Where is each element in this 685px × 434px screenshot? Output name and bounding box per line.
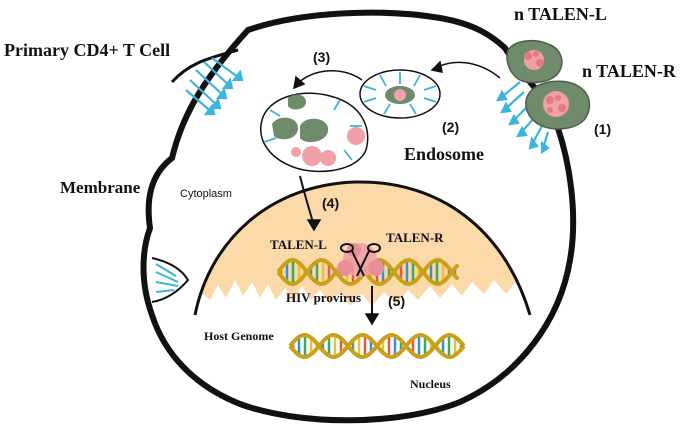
arrow-step-5-head — [364, 313, 380, 326]
cell-membrane — [140, 9, 577, 424]
early-endosome-vesicle — [359, 69, 441, 119]
scissors-icon — [340, 243, 381, 277]
step-5-label: (5) — [388, 293, 405, 309]
label-nucleus: Nucleus — [410, 377, 451, 391]
label-talen-r: TALEN-R — [386, 230, 444, 245]
nanoparticle-talen-r — [525, 80, 591, 130]
label-endosome: Endosome — [404, 144, 484, 164]
arrow-step-3 — [293, 69, 363, 89]
dna-strand-b — [288, 332, 466, 360]
label-talen-l: TALEN-L — [270, 237, 327, 252]
label-cell: Primary CD4+ T Cell — [4, 40, 170, 60]
receptor-cluster-left — [151, 257, 190, 303]
dna-helix-host-genome — [288, 332, 466, 360]
arrow-step-2-head — [430, 60, 443, 73]
label-cytoplasm: Cytoplasm — [180, 188, 232, 200]
step-3-label: (3) — [313, 49, 330, 65]
nucleus-white-region — [195, 280, 530, 315]
label-talen-l-top: n TALEN-L — [514, 4, 607, 24]
label-membrane: Membrane — [60, 178, 141, 197]
step-4-label: (4) — [322, 195, 339, 211]
arrow-step-3-head — [293, 75, 306, 90]
receptor-cluster-top-left — [170, 48, 244, 116]
label-host-genome: Host Genome — [204, 329, 274, 343]
label-talen-r-top: n TALEN-R — [582, 61, 677, 81]
label-hiv-provirus: HIV provirus — [286, 290, 361, 305]
arrow-step-4-head — [306, 219, 322, 232]
process-arrows — [293, 60, 501, 326]
nanoparticle-talen-l — [506, 39, 563, 84]
step-1-label: (1) — [594, 121, 611, 137]
dna-strand-b — [276, 257, 460, 287]
endosome-released-cargo — [260, 92, 369, 173]
step-2-label: (2) — [442, 119, 459, 135]
